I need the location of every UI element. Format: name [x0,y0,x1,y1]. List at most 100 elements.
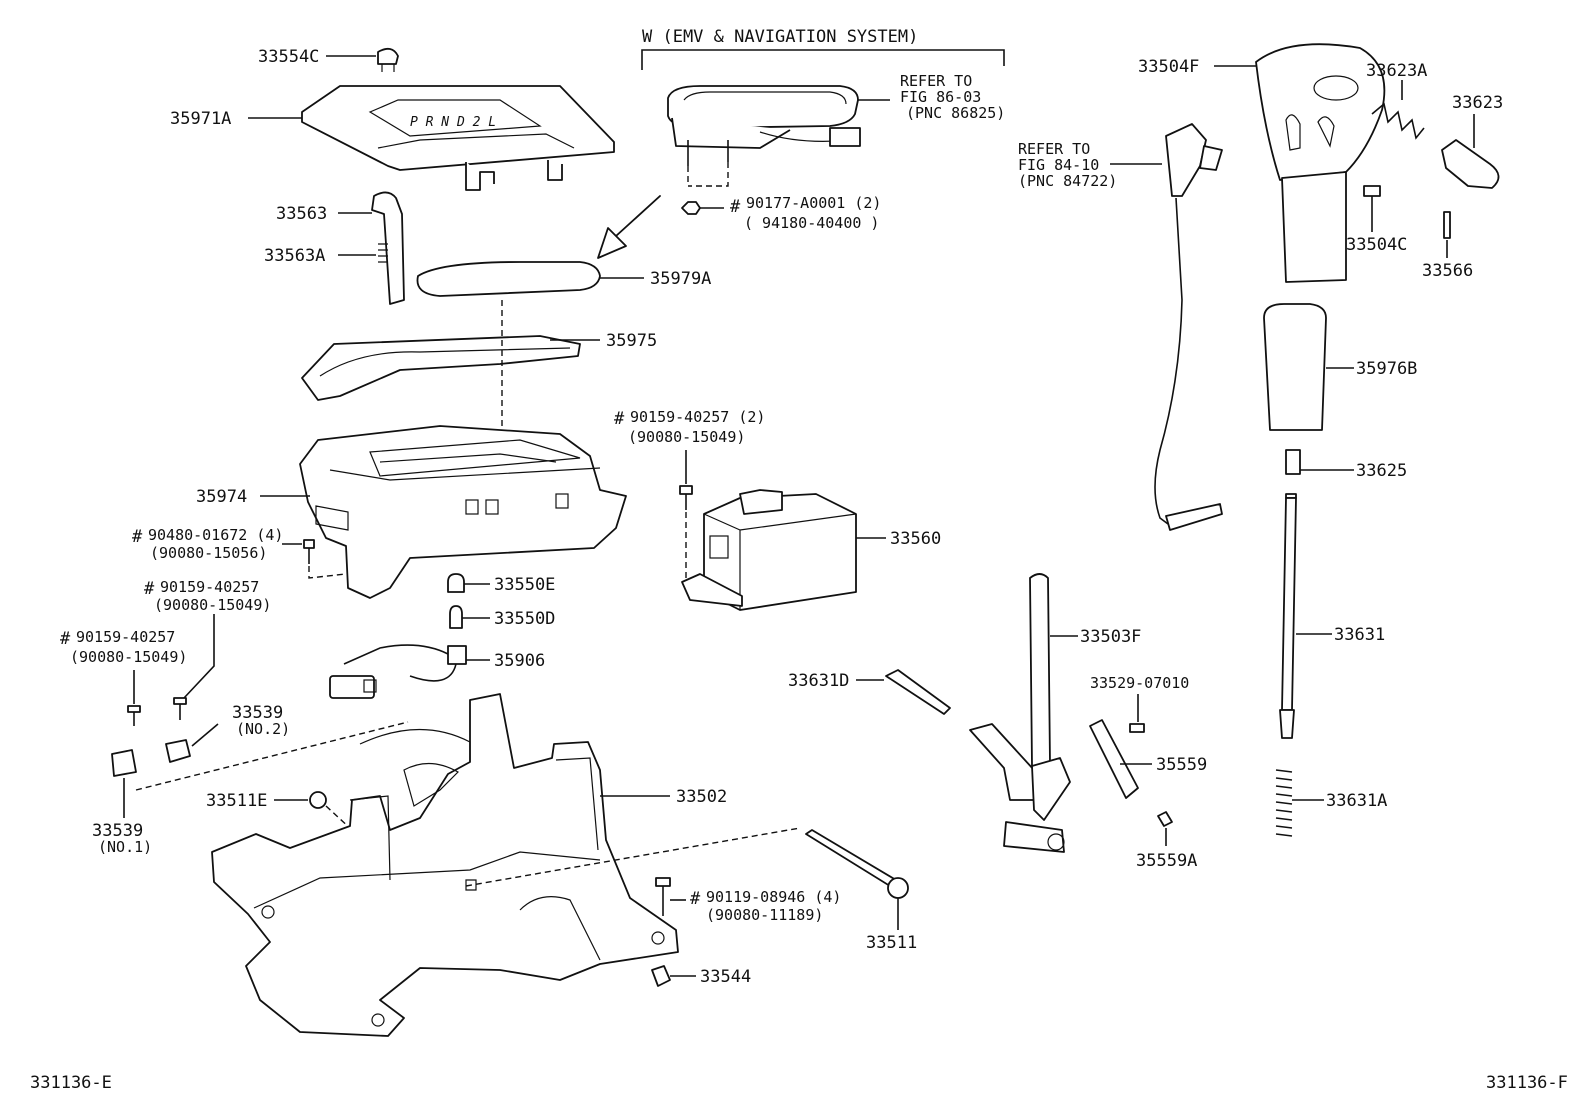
svg-text:33631A: 33631A [1326,791,1387,811]
svg-text:33631D: 33631D [788,671,849,691]
svg-text:33563A: 33563A [264,246,325,266]
svg-text:33623: 33623 [1452,93,1503,113]
fastener-f5: # 90159-40257 (90080-15049) [60,628,187,726]
part-35971A: P R N D 2 L 35971A [170,85,615,191]
svg-text:35559: 35559 [1156,755,1207,775]
svg-text:(90080-15049): (90080-15049) [70,648,187,666]
svg-text:REFER TO: REFER TO [1018,140,1090,158]
part-33566: 33566 [1422,211,1473,281]
svg-text:90159-40257: 90159-40257 [76,628,175,646]
part-33529: 33529-07010 [1090,674,1189,733]
part-35979A: 35979A [416,261,711,297]
svg-text:35559A: 35559A [1136,851,1197,871]
part-33563: 33563 33563A [264,191,405,305]
svg-text:35979A: 35979A [650,269,711,289]
svg-text:33625: 33625 [1356,461,1407,481]
svg-text:(90080-15049): (90080-15049) [628,428,745,446]
svg-text:33544: 33544 [700,967,751,987]
part-35559A: 35559A [1136,811,1197,871]
svg-text:33623A: 33623A [1366,61,1427,81]
variant-header: W (EMV & NAVIGATION SYSTEM) [642,27,918,47]
emv-display-unit [667,85,861,215]
svg-text:33529-07010: 33529-07010 [1090,674,1189,692]
svg-text:33554C: 33554C [258,47,319,67]
svg-text:90119-08946 (4): 90119-08946 (4) [706,888,841,906]
part-33623A: 33623A [1366,61,1427,140]
part-33631A: 33631A [1275,769,1387,837]
svg-text:90480-01672 (4): 90480-01672 (4) [148,526,283,544]
svg-text:(90080-11189): (90080-11189) [706,906,823,924]
corner-code-left: 331136-E [30,1073,112,1093]
svg-text:(NO.1): (NO.1) [98,838,152,856]
svg-text:33504C: 33504C [1346,235,1407,255]
direction-arrow-icon [597,195,661,259]
svg-text:#: # [132,527,143,547]
fastener-f1: # 90177-A0001 (2) ( 94180-40400 ) [700,194,881,232]
svg-text:35971A: 35971A [170,109,231,129]
part-33502: 33502 [211,693,727,1037]
svg-text:33539: 33539 [92,821,143,841]
svg-text:35976B: 35976B [1356,359,1417,379]
svg-text:90159-40257 (2): 90159-40257 (2) [630,408,765,426]
part-33631: 33631 [1279,493,1385,739]
svg-text:(90080-15056): (90080-15056) [150,544,267,562]
svg-text:33504F: 33504F [1138,57,1199,77]
svg-text:#: # [614,409,625,429]
svg-text:33539: 33539 [232,703,283,723]
svg-text:33550D: 33550D [494,609,555,629]
part-33554C: 33554C [258,47,399,72]
fastener-f4: # 90159-40257 (90080-15049) [144,578,271,720]
svg-text:33563: 33563 [276,204,327,224]
svg-text:33511E: 33511E [206,791,267,811]
svg-text:(NO.2): (NO.2) [236,720,290,738]
svg-text:#: # [60,629,71,649]
part-33539-no2: 33539 (NO.2) [165,703,290,763]
svg-text:#: # [730,197,741,217]
svg-text:#: # [144,579,155,599]
svg-text:33631: 33631 [1334,625,1385,645]
svg-text:90177-A0001 (2): 90177-A0001 (2) [746,194,881,212]
part-33550D: 33550D [449,605,555,629]
part-33504C: 33504C [1346,185,1407,255]
part-33544: 33544 [651,965,751,987]
part-33623: 33623 [1441,93,1503,189]
svg-text:FIG 86-03: FIG 86-03 [900,88,981,106]
svg-text:35975: 35975 [606,331,657,351]
svg-text:( 94180-40400 ): ( 94180-40400 ) [744,214,879,232]
part-33550E: 33550E [447,573,555,595]
svg-text:90159-40257: 90159-40257 [160,578,259,596]
part-33539-no1: 33539 (NO.1) [92,749,152,856]
ref-fig84-callout: REFER TO FIG 84-10 (PNC 84722) [1018,123,1223,531]
part-33631D: 33631D [788,669,951,715]
svg-text:33560: 33560 [890,529,941,549]
svg-text:35974: 35974 [196,487,247,507]
svg-text:33550E: 33550E [494,575,555,595]
part-33511: 33511 [465,827,917,953]
part-33511E: 33511E [206,791,353,831]
svg-text:33511: 33511 [866,933,917,953]
svg-text:P R N D 2 L: P R N D 2 L [410,115,496,130]
part-33625: 33625 [1285,449,1407,481]
part-33504F: 33504F [1138,43,1386,283]
svg-text:33502: 33502 [676,787,727,807]
part-35974: 35974 [196,425,627,599]
fastener-f3: # 90480-01672 (4) (90080-15056) [132,526,347,579]
svg-text:33503F: 33503F [1080,627,1141,647]
svg-text:FIG 84-10: FIG 84-10 [1018,156,1099,174]
svg-text:(PNC 84722): (PNC 84722) [1018,172,1117,190]
svg-text:35906: 35906 [494,651,545,671]
variant-header-group: W (EMV & NAVIGATION SYSTEM) [641,27,1005,70]
svg-text:#: # [690,889,701,909]
svg-text:33566: 33566 [1422,261,1473,281]
fastener-f6: # 90119-08946 (4) (90080-11189) [655,877,841,924]
svg-text:(90080-15049): (90080-15049) [154,596,271,614]
svg-text:REFER TO: REFER TO [900,72,972,90]
corner-code-right: 331136-F [1486,1073,1568,1093]
fastener-f2: # 90159-40257 (2) (90080-15049) [614,408,765,580]
svg-text:(PNC 86825): (PNC 86825) [906,104,1005,122]
part-35976B: 35976B [1263,303,1417,431]
part-35975: 35975 [301,331,657,401]
part-35906: 35906 [329,644,545,699]
part-33503F: 33503F [969,573,1141,853]
